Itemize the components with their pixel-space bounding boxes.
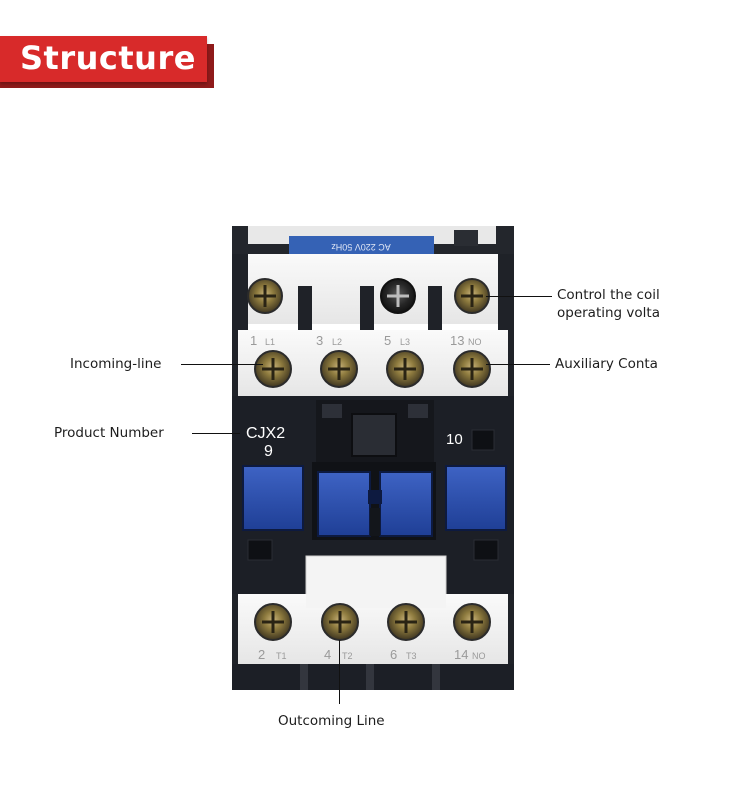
upper-divider (428, 286, 442, 330)
header-banner (0, 36, 207, 82)
callout-line-auxiliary (486, 364, 550, 365)
callout-line-outgoing (339, 640, 340, 704)
model-line1: CJX2 (246, 425, 285, 442)
coil-strip (289, 236, 434, 256)
terminal-label-num: 6 (390, 647, 397, 662)
callout-auxiliary: Auxiliary Conta (555, 356, 658, 372)
terminal-label-sub: L2 (332, 337, 342, 347)
outgoing-terminal-labels: 2 T1 4 T2 6 T3 14 NO (258, 647, 486, 662)
upper-divider (232, 254, 248, 330)
body-small-square (247, 539, 273, 561)
terminal-label-num: 14 (454, 647, 468, 662)
terminal-label-sub: NO (472, 651, 486, 661)
terminal-label-num: 13 (450, 333, 464, 348)
terminal-label-sub: T3 (406, 651, 417, 661)
body-small-square (473, 539, 499, 561)
actuator-left (317, 471, 371, 537)
terminal-label-sub: T2 (342, 651, 353, 661)
center-window (351, 413, 397, 457)
page-title: Structure (20, 39, 196, 77)
model-suffix: 10 (446, 431, 463, 448)
terminal-label-num: 3 (316, 333, 323, 348)
terminal-label-num: 5 (384, 333, 391, 348)
callout-line-incoming (181, 364, 263, 365)
terminal-label-num: 2 (258, 647, 265, 662)
terminal-label-sub: T1 (276, 651, 287, 661)
terminal-label-sub: NO (468, 337, 482, 347)
upper-divider (498, 254, 514, 330)
body-small-square (471, 429, 495, 451)
blue-cover-left (242, 465, 304, 531)
callout-line-coil (486, 296, 552, 297)
incoming-screws (254, 350, 491, 388)
callout-coil-line1: Control the coil (557, 287, 660, 303)
terminal-label-sub: L3 (400, 337, 410, 347)
terminal-label-num: 4 (324, 647, 331, 662)
callout-line-product-number (192, 433, 240, 434)
model-line2: 9 (264, 443, 273, 460)
callout-product-number: Product Number (54, 425, 164, 441)
coil-strip-text: AC 220V 50Hz (331, 242, 391, 252)
terminal-label-sub: L1 (265, 337, 275, 347)
actuator-right (379, 471, 433, 537)
outgoing-screws (254, 603, 491, 641)
callout-outgoing: Outcoming Line (278, 713, 385, 729)
terminal-label-num: 1 (250, 333, 257, 348)
callout-coil-line2: operating volta (557, 305, 660, 321)
callout-incoming: Incoming-line (70, 356, 162, 372)
top-cap-notch (454, 230, 478, 246)
incoming-terminal-labels: 1 L1 3 L2 5 L3 13 NO (250, 333, 482, 348)
upper-divider (360, 286, 374, 330)
upper-divider (298, 286, 312, 330)
blue-cover-right (445, 465, 507, 531)
